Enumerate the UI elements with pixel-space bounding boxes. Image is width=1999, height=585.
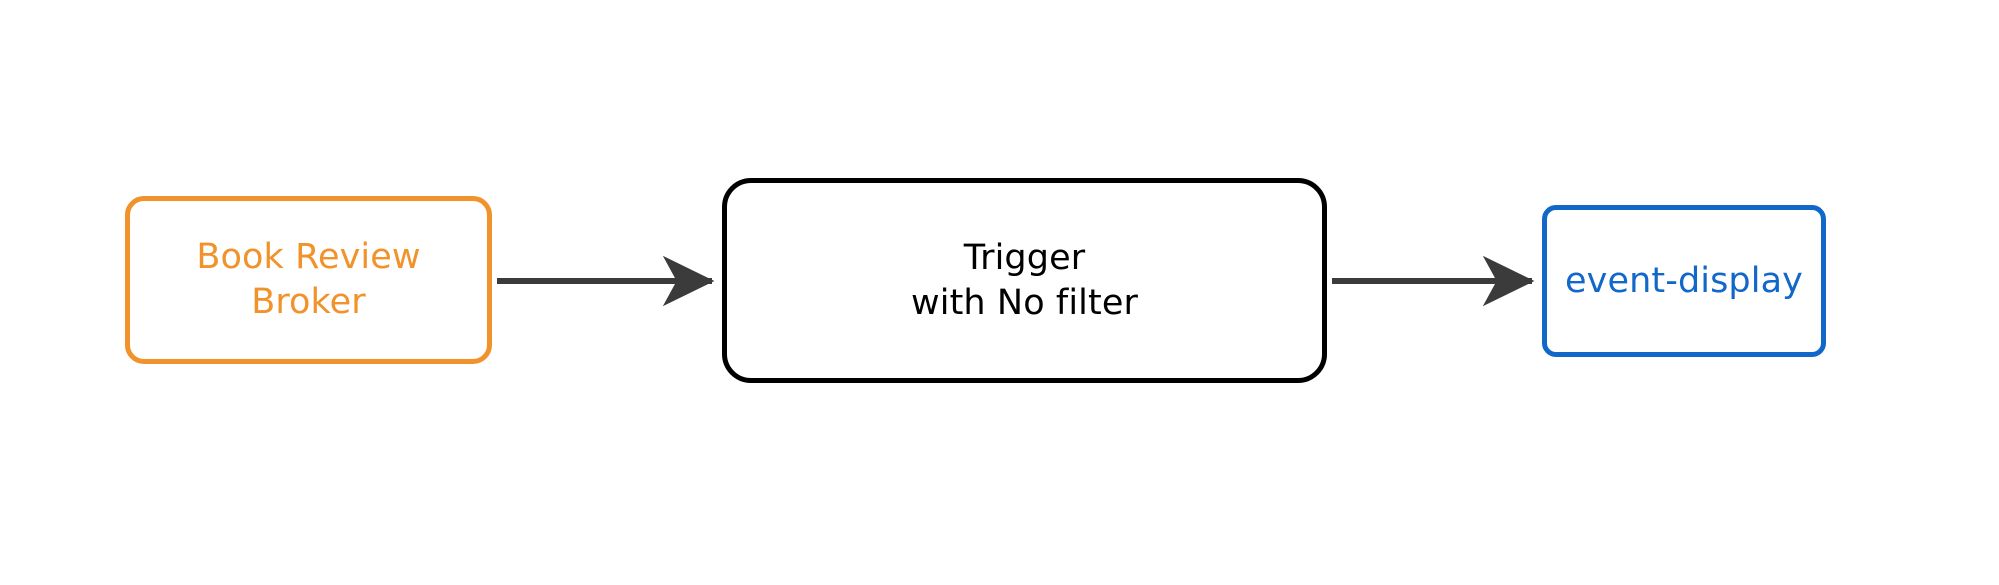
node-trigger[interactable]: Trigger with No filter [722,178,1327,383]
node-label-trigger: Trigger with No filter [911,237,1138,323]
node-label-event-display: event-display [1565,260,1803,301]
node-book-review-broker[interactable]: Book Review Broker [125,196,492,364]
node-label-book-review-broker: Book Review Broker [196,237,421,322]
node-event-display[interactable]: event-display [1542,205,1826,357]
